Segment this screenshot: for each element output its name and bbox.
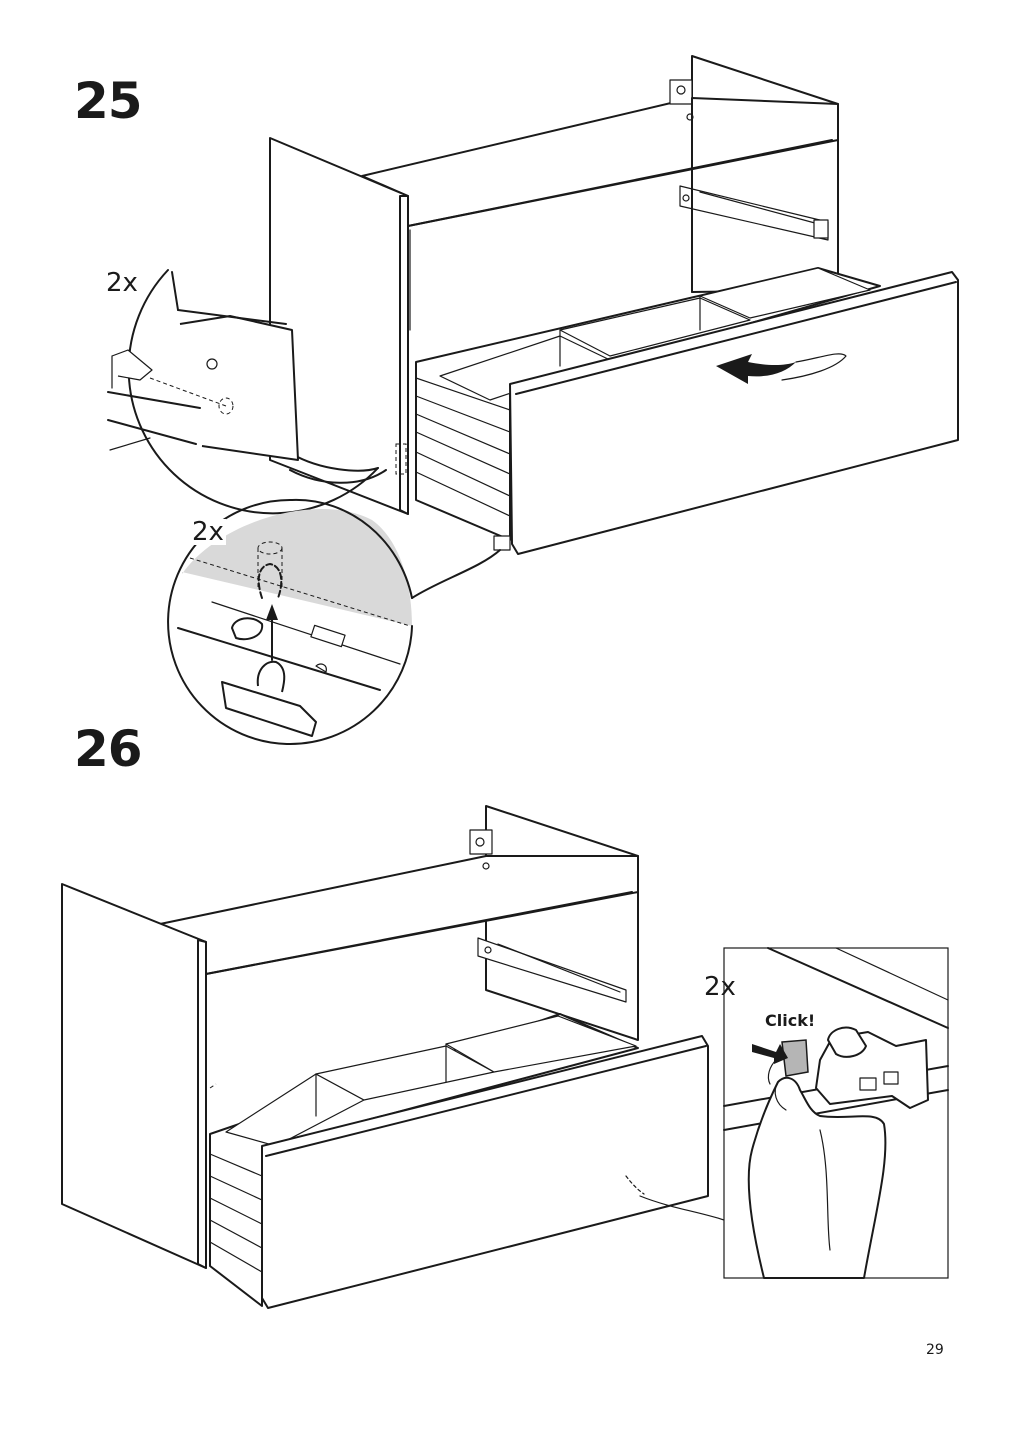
drawer-26 [209, 1013, 725, 1309]
detail-circle-1 [107, 269, 387, 515]
detail-box-26 [723, 947, 949, 1279]
quantity-label-detail-3: 2x [704, 972, 736, 1002]
click-label: Click! [765, 1011, 816, 1030]
quantity-label-detail-2: 2x [190, 517, 226, 547]
page-number: 29 [926, 1342, 944, 1358]
step-number-25: 25 [74, 72, 143, 130]
drawer-25 [395, 267, 959, 555]
quantity-label-detail-1: 2x [106, 268, 138, 298]
cabinet-frame-25 [269, 55, 839, 515]
cabinet-frame-26 [61, 805, 639, 1269]
detail-circle-2 [167, 498, 501, 745]
step-number-26: 26 [74, 720, 143, 778]
